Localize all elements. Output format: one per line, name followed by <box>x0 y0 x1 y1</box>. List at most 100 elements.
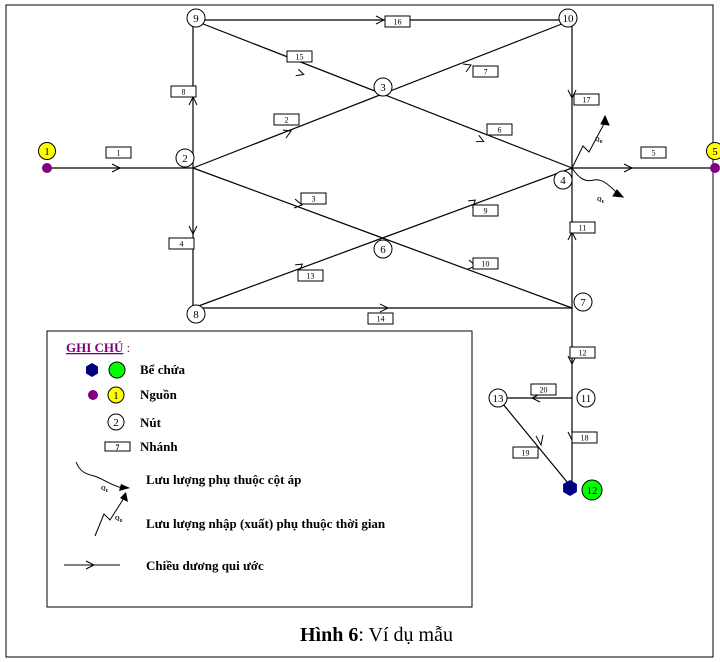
node-11: 11 <box>576 388 596 408</box>
node-5: 5 <box>706 142 720 173</box>
node-label: 10 <box>563 13 575 25</box>
branch-box <box>286 50 313 63</box>
legend-source-example: 1 <box>113 390 119 402</box>
branch-3: 3 <box>300 192 327 205</box>
source-dot-icon <box>88 390 98 400</box>
node-circle <box>186 8 206 28</box>
node-1: 1 <box>38 142 56 173</box>
branch-label: 19 <box>522 449 530 458</box>
node-3: 3 <box>373 77 393 97</box>
branch-box <box>105 146 132 159</box>
branch-label: 9 <box>484 207 488 216</box>
branch-19: 19 <box>512 446 539 459</box>
branch-label: 3 <box>312 195 316 204</box>
node-label: 7 <box>580 297 586 309</box>
arrow-5 <box>623 163 634 173</box>
node-circle <box>553 170 573 190</box>
branch-box <box>640 146 667 159</box>
node-12: 12 <box>563 479 603 501</box>
node-6: 6 <box>373 239 393 259</box>
node-circle <box>581 479 603 501</box>
arrow-15 <box>295 68 305 77</box>
branch-20: 20 <box>530 383 557 396</box>
branch-label: 5 <box>652 149 656 158</box>
branch-box <box>384 15 411 28</box>
node-label: 3 <box>380 82 386 94</box>
branch-label: 17 <box>583 96 591 105</box>
node-4: 4 <box>553 170 573 190</box>
branch-box <box>569 221 596 234</box>
branch-box <box>472 257 499 270</box>
branch-box <box>530 383 557 396</box>
node-9: 9 <box>186 8 206 28</box>
branch-15: 15 <box>286 50 313 63</box>
node-13: 13 <box>488 388 508 408</box>
branch-box <box>170 85 197 98</box>
branch-label: 6 <box>498 126 502 135</box>
node-label: 2 <box>182 153 188 165</box>
branch-11: 11 <box>569 221 596 234</box>
qd-arrow-icon <box>600 114 610 126</box>
branch-10: 10 <box>472 257 499 270</box>
arrow-7 <box>462 63 472 73</box>
arrow-6 <box>476 134 485 143</box>
branch-13: 13 <box>297 269 324 282</box>
pressure-flow-curve-icon <box>75 461 123 489</box>
source-dot-icon <box>710 163 720 173</box>
node-circle <box>175 148 195 168</box>
branch-label: 8 <box>182 88 186 97</box>
node-label: 1 <box>44 146 50 158</box>
time-flow-zigzag-icon <box>94 497 125 537</box>
node-circle <box>558 8 578 28</box>
branch-box <box>472 204 499 217</box>
branch-label: 4 <box>180 240 184 249</box>
node-label: 9 <box>193 13 199 25</box>
branch-box <box>273 113 300 126</box>
branch-12: 12 <box>569 346 596 359</box>
branch-label: 12 <box>579 349 587 358</box>
branch-box <box>569 346 596 359</box>
node-label: 13 <box>493 393 505 405</box>
branch-box <box>297 269 324 282</box>
branch-box <box>300 192 327 205</box>
tank-hex-icon <box>563 480 577 496</box>
arrow-14 <box>379 303 390 313</box>
node-7: 7 <box>573 292 593 312</box>
branch-label: 20 <box>540 386 548 395</box>
branch-label: 14 <box>377 315 385 324</box>
branch-6: 6 <box>486 123 513 136</box>
branch-5: 5 <box>640 146 667 159</box>
branch-8: 8 <box>170 85 197 98</box>
node-circle <box>38 142 56 160</box>
qe-curve <box>571 167 617 193</box>
branch-box <box>573 93 600 106</box>
legend-node-example: 2 <box>113 417 119 429</box>
node-2: 2 <box>175 148 195 168</box>
pipe-19 <box>497 397 573 489</box>
branch-17: 17 <box>573 93 600 106</box>
legend-qd-label: QD <box>115 516 123 523</box>
branch-box-icon <box>104 441 131 452</box>
branch-label: 10 <box>482 260 490 269</box>
tank-circle-icon <box>108 361 126 379</box>
branch-label: 7 <box>484 68 488 77</box>
branch-label: 11 <box>579 224 587 233</box>
branch-box <box>571 431 598 444</box>
legend-tank: Bể chứa <box>140 362 185 377</box>
arrow-3 <box>293 198 303 209</box>
node-circle <box>706 142 720 160</box>
arrow-4 <box>188 225 198 236</box>
branch-2: 2 <box>273 113 300 126</box>
node-label: 4 <box>560 175 566 187</box>
legend-qe-label: QE <box>101 486 109 493</box>
tank-hex-icon <box>86 363 98 377</box>
node-circle <box>488 388 508 408</box>
node-circle <box>373 239 393 259</box>
branch-label: 2 <box>285 116 289 125</box>
qe-arrow-icon <box>612 189 625 198</box>
arrow-13 <box>295 263 304 272</box>
legend-source: Nguồn <box>140 387 178 402</box>
